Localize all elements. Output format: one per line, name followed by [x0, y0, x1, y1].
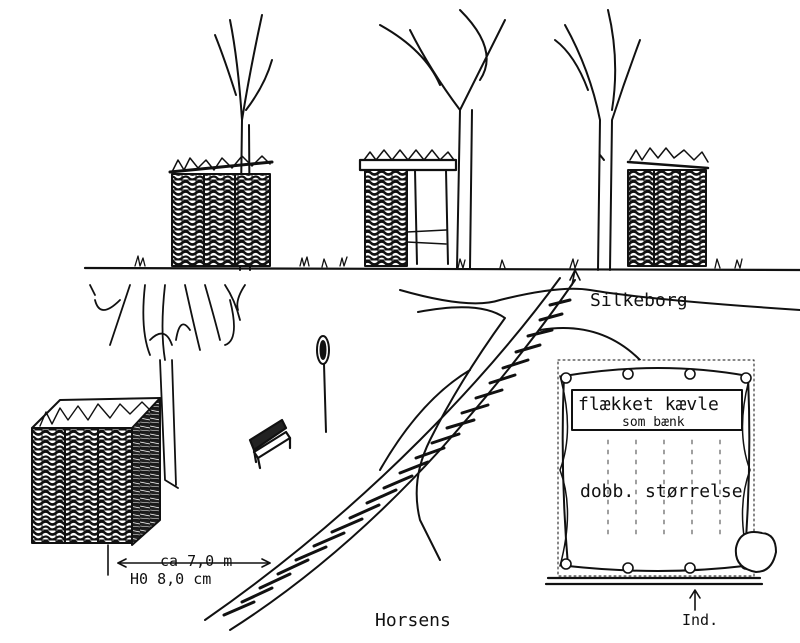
railway-sleepers	[222, 298, 572, 617]
station-plan	[544, 359, 777, 611]
willow-tree	[89, 284, 246, 489]
label-bench-note-line2: som bænk	[622, 415, 685, 430]
shed-lower-left	[31, 397, 161, 546]
label-silkeborg: Silkeborg	[590, 290, 688, 311]
shelter-top-middle	[358, 149, 458, 267]
park-bench	[248, 418, 292, 470]
label-bench-note-line1: flækket kævle	[578, 394, 719, 415]
label-distance-line2: H0 8,0 cm	[130, 570, 212, 588]
sign-post	[316, 335, 330, 433]
label-entrance: Ind.	[682, 611, 719, 629]
grass-tufts	[134, 255, 743, 269]
top-trees	[214, 9, 641, 271]
label-distance-line1: ca 7,0 m	[160, 552, 233, 570]
ground-line	[83, 266, 800, 272]
label-double-size: dobb. størrelse	[580, 481, 743, 502]
dimension-marker	[107, 544, 271, 576]
shed-top-right	[626, 147, 710, 267]
label-horsens: Horsens	[375, 610, 451, 631]
shed-top-left	[168, 155, 274, 267]
